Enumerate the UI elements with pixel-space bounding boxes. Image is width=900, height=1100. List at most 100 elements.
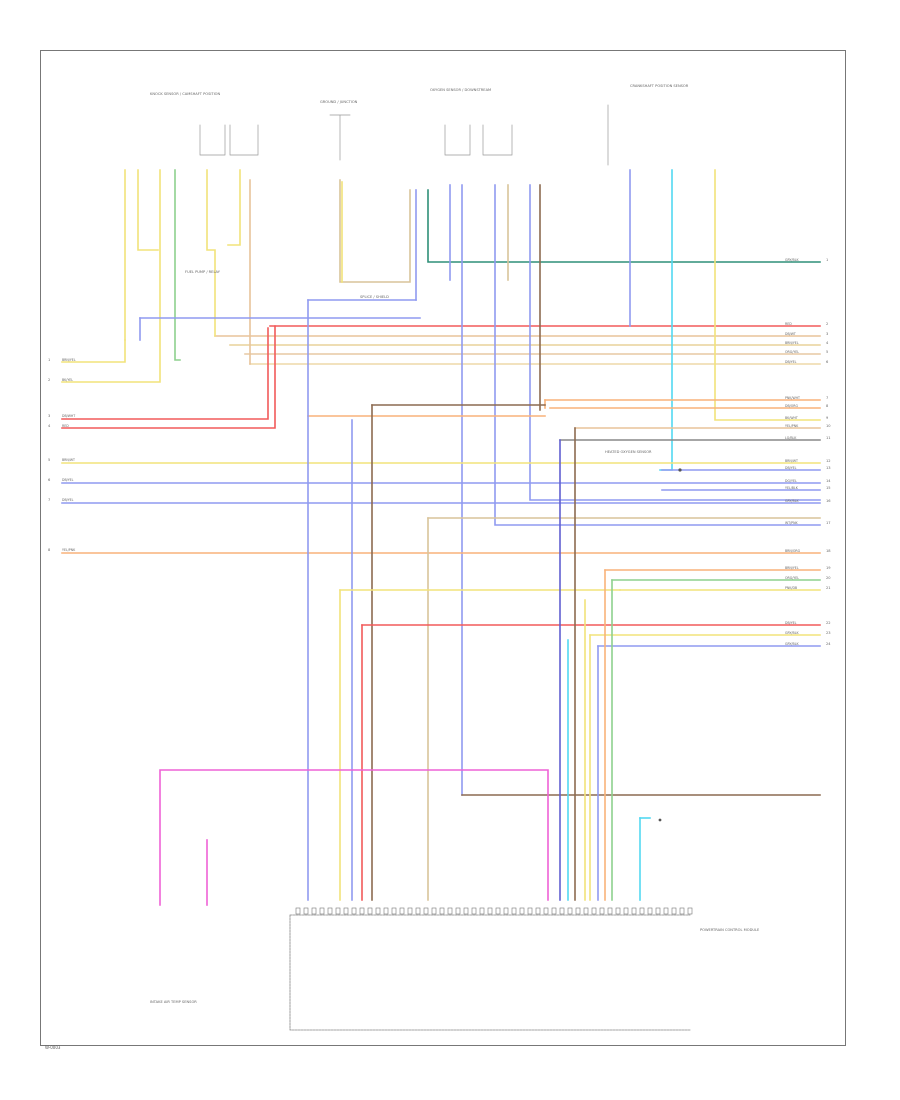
wire-label-right: RED xyxy=(785,322,792,326)
wire-label-right: DG/YEL xyxy=(785,479,797,483)
wire-label-right: ORG/YEL xyxy=(785,576,800,580)
wire-label-left: DB/YEL xyxy=(62,478,74,482)
pin-number: 14 xyxy=(826,479,831,483)
wire-label-right: PNK/WHT xyxy=(785,396,800,400)
connector-pin xyxy=(439,907,445,915)
wire-label-right: GRY/BLK xyxy=(785,631,799,635)
pin-number: 20 xyxy=(826,576,831,580)
connector-pin xyxy=(343,907,349,915)
wire-label-right: GRY/BLK xyxy=(785,499,799,503)
pin-number: 7 xyxy=(48,498,51,502)
connector-pin xyxy=(599,907,605,915)
wire-label-left: BRN/YEL xyxy=(62,358,76,362)
pcm-connector xyxy=(289,914,691,1031)
pin-number: 8 xyxy=(48,548,51,552)
connector-pin xyxy=(319,907,325,915)
connector-pin xyxy=(455,907,461,915)
connector-pin xyxy=(399,907,405,915)
wire-label-right: YEL/BLK xyxy=(785,486,798,490)
connector-pin xyxy=(367,907,373,915)
pin-number: 21 xyxy=(826,586,831,590)
component-label: POWERTRAIN CONTROL MODULE xyxy=(700,928,760,932)
connector-pin xyxy=(295,907,301,915)
wire-label-right: DB/YEL xyxy=(785,621,797,625)
wire-label-right: ORG/YEL xyxy=(785,350,800,354)
wire-red-left xyxy=(61,327,269,420)
wire-ground-junction xyxy=(339,179,411,283)
pin-number: 13 xyxy=(826,466,831,470)
pin-number: 17 xyxy=(826,521,831,525)
connector-pin xyxy=(335,907,341,915)
pin-number: 10 xyxy=(826,424,831,428)
connector-pin xyxy=(687,907,693,915)
connector-pin xyxy=(311,907,317,915)
connector-pin xyxy=(551,907,557,915)
wire-label-right: LG/BLK xyxy=(785,436,797,440)
wire-bundle-right-mid xyxy=(307,399,821,441)
connector-pin xyxy=(679,907,685,915)
connector-pin xyxy=(495,907,501,915)
component-label: SPLICE / SHIELD xyxy=(360,295,389,299)
component-label: KNOCK SENSOR / CAMSHAFT POSITION xyxy=(150,92,221,96)
connector-pin xyxy=(631,907,637,915)
wire-label-right: DB/WT xyxy=(785,332,796,336)
pin-number: 4 xyxy=(826,341,829,345)
connector-pin xyxy=(487,907,493,915)
pin-number: 2 xyxy=(826,322,829,326)
wire-magenta xyxy=(159,769,549,906)
pcm-feed-wires xyxy=(307,299,821,901)
wire-label-right: BRN/ORG xyxy=(785,549,801,553)
pin-number: 11 xyxy=(826,436,831,440)
wire-green xyxy=(427,189,821,263)
connector-pin xyxy=(303,907,309,915)
connector-pin xyxy=(503,907,509,915)
connector-pin xyxy=(527,907,533,915)
connector-pin xyxy=(471,907,477,915)
pin-number: 2 xyxy=(48,378,51,382)
connector-pin xyxy=(463,907,469,915)
wire-label-right: GRY/BLK xyxy=(785,258,799,262)
connector-pin xyxy=(423,907,429,915)
connector-pin xyxy=(607,907,613,915)
wire-label-right: BK/WHT xyxy=(785,416,798,420)
connector-pin xyxy=(575,907,581,915)
connector-pin xyxy=(519,907,525,915)
splice-dot xyxy=(678,468,682,472)
connector-pin xyxy=(671,907,677,915)
connector-pin xyxy=(479,907,485,915)
wire-label-right: YEL/PNK xyxy=(785,424,799,428)
component-label: HEATED OXYGEN SENSOR xyxy=(605,450,652,454)
component-label: INTAKE AIR TEMP SENSOR xyxy=(150,1000,197,1004)
connector-pin xyxy=(447,907,453,915)
diagram-footer: W-0003 xyxy=(45,1045,61,1050)
harness-bundle-top xyxy=(214,325,821,365)
wire-label-right: BRN/YEL xyxy=(785,566,799,570)
pin-number: 24 xyxy=(826,642,831,646)
pin-number: 5 xyxy=(826,350,829,354)
connector-pin xyxy=(663,907,669,915)
connector-pin xyxy=(583,907,589,915)
connector-pin xyxy=(567,907,573,915)
connector-pin xyxy=(655,907,661,915)
connector-pin xyxy=(359,907,365,915)
connector-pin xyxy=(647,907,653,915)
connector-pin xyxy=(351,907,357,915)
wire-label-right: BRN/YEL xyxy=(785,341,799,345)
pin-number: 1 xyxy=(48,358,51,362)
pin-number: 22 xyxy=(826,621,831,625)
wire-label-right: PNK/DB xyxy=(785,586,798,590)
center-sensor-wires xyxy=(415,184,821,796)
pin-number: 18 xyxy=(826,549,831,553)
wire-label-right: BRN/WT xyxy=(785,459,798,463)
connector-pin xyxy=(415,907,421,915)
connector-pin xyxy=(383,907,389,915)
component-label: OXYGEN SENSOR / DOWNSTREAM xyxy=(430,88,492,92)
wire-label-left: YEL/PNK xyxy=(62,548,76,552)
connector-pin xyxy=(407,907,413,915)
connector-pin xyxy=(391,907,397,915)
pin-number: 6 xyxy=(826,360,829,364)
pin-number: 15 xyxy=(826,486,831,490)
connector-pin xyxy=(615,907,621,915)
connector-pin xyxy=(375,907,381,915)
